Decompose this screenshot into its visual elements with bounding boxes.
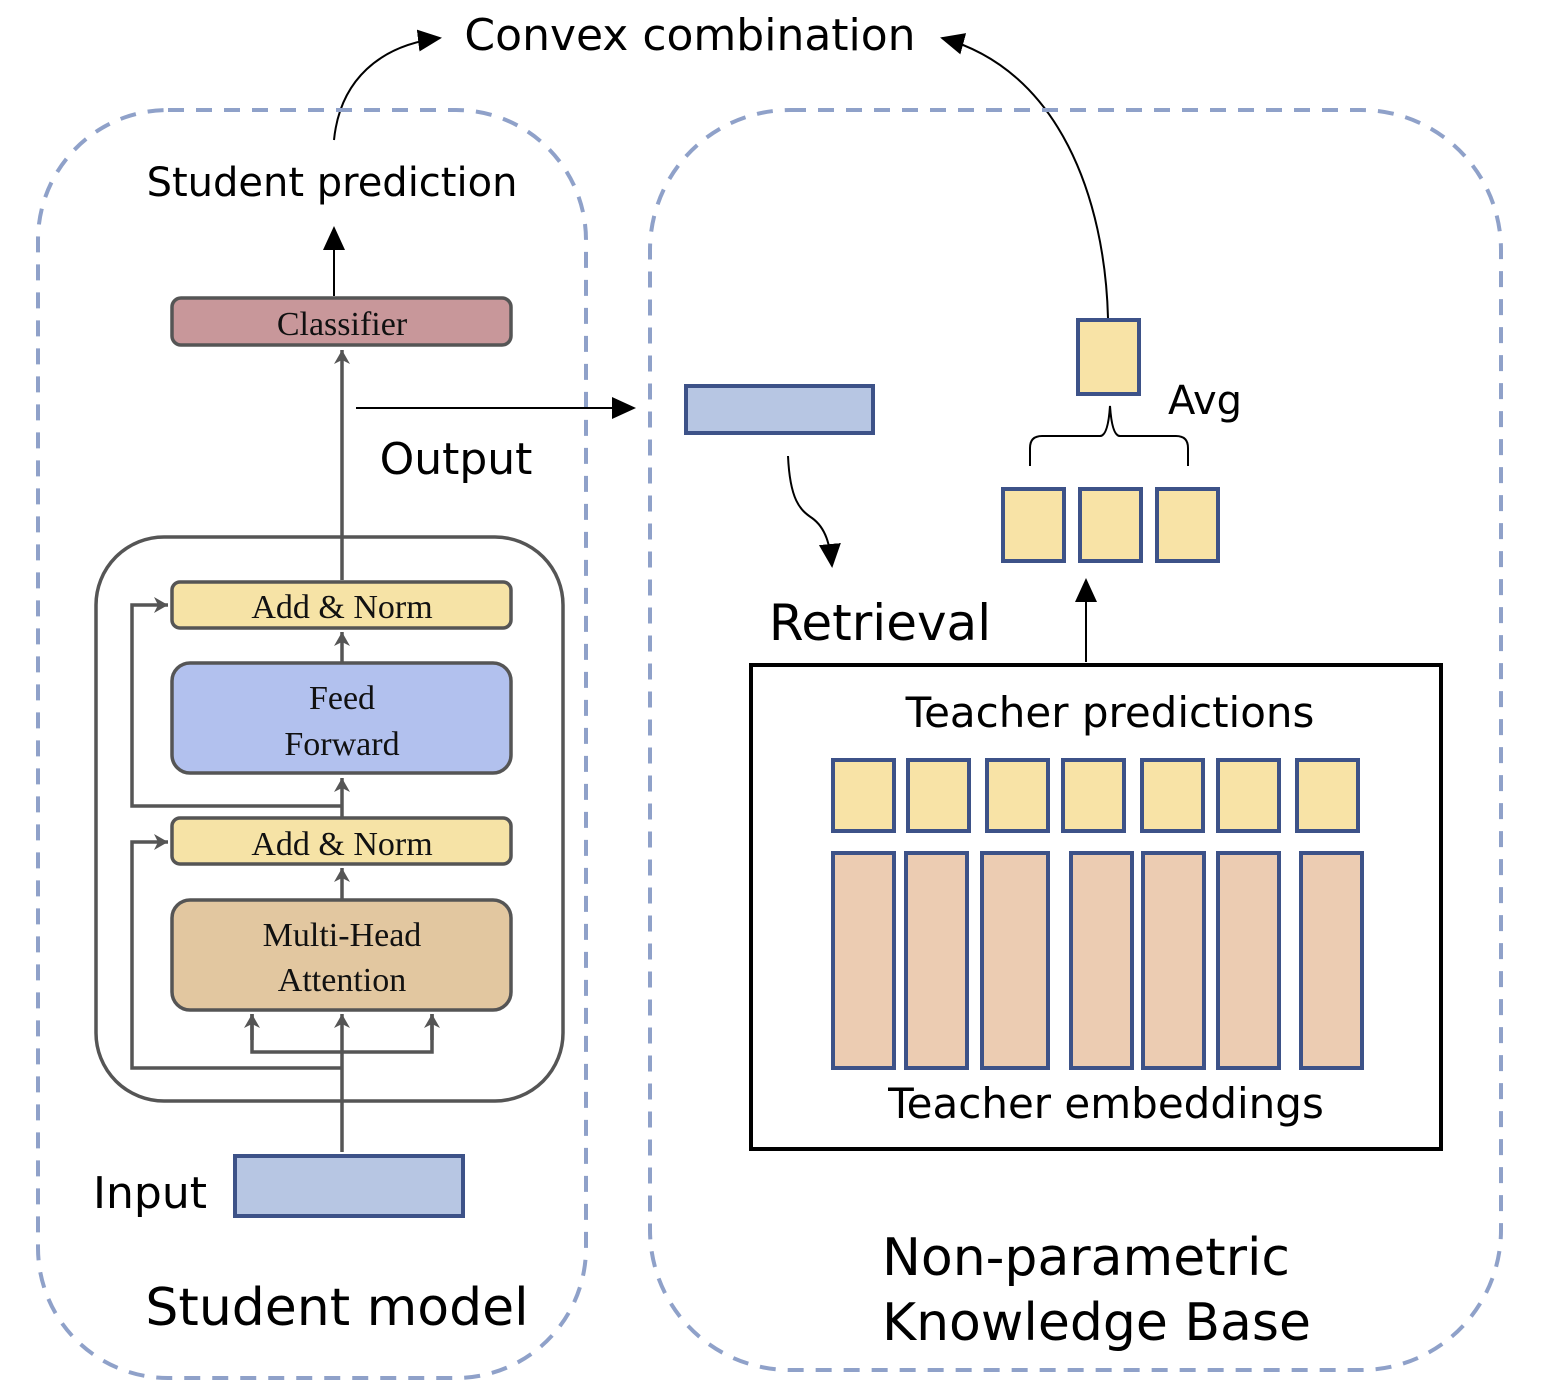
feed-forward-line1: Feed [309, 680, 375, 717]
student-to-combination-arrow [333, 29, 442, 141]
input-label: Input [93, 1168, 207, 1219]
classifier-label: Classifier [277, 306, 408, 343]
avg-to-combination-arrow [940, 33, 1109, 319]
teacher-embedding-5 [1141, 851, 1206, 1070]
teacher-embedding-6 [1216, 851, 1281, 1070]
kb-label-line1: Non-parametric [882, 1228, 1290, 1288]
kb-label-line2: Knowledge Base [882, 1293, 1311, 1353]
teacher-prediction-3 [985, 758, 1050, 833]
teacher-embeddings-label: Teacher embeddings [887, 1079, 1324, 1128]
retrieved-predictions [1001, 487, 1220, 563]
teacher-predictions-row [831, 758, 1360, 833]
kb-panel-border [648, 108, 1503, 1372]
teacher-embedding-1 [831, 851, 896, 1070]
query-retrieval-arrow [787, 455, 841, 568]
knowledge-base-panel: Retrieval Avg Teacher predictions Teache… [648, 108, 1503, 1372]
retrieved-prediction-3 [1155, 487, 1220, 563]
attention-line2: Attention [278, 962, 406, 999]
retrieved-prediction-1 [1001, 487, 1066, 563]
query-vector [684, 384, 875, 435]
teacher-prediction-5 [1140, 758, 1205, 833]
residual-attn-arrow [130, 834, 342, 1070]
teacher-prediction-4 [1061, 758, 1126, 833]
input-vector [233, 1154, 465, 1218]
classifier-block [170, 296, 513, 347]
retrieved-prediction-2 [1078, 487, 1143, 563]
retrieval-label: Retrieval [769, 594, 991, 652]
student-model-panel: Student prediction Classifier Output Add… [36, 108, 636, 1380]
teacher-embedding-2 [904, 851, 969, 1070]
add-norm-bottom-label: Add & Norm [251, 826, 432, 863]
convex-combination-label: Convex combination [464, 10, 915, 61]
add-norm-top-block [170, 580, 513, 630]
teacher-prediction-7 [1295, 758, 1360, 833]
feed-forward-line2: Forward [284, 726, 399, 763]
output-label: Output [380, 434, 533, 485]
teacher-prediction-1 [831, 758, 896, 833]
teacher-predictions-label: Teacher predictions [905, 688, 1315, 737]
teacher-prediction-6 [1216, 758, 1281, 833]
teacher-prediction-2 [906, 758, 971, 833]
teacher-embedding-3 [980, 851, 1050, 1070]
averaged-prediction [1076, 318, 1141, 396]
residual-ff-arrow [130, 597, 342, 808]
avg-brace [1029, 405, 1189, 466]
student-prediction-label: Student prediction [147, 160, 518, 206]
teacher-embedding-4 [1069, 851, 1134, 1070]
student-panel-border [36, 108, 588, 1380]
avg-label: Avg [1168, 378, 1242, 424]
teacher-embeddings-row [831, 851, 1364, 1070]
teacher-embedding-7 [1299, 851, 1364, 1070]
encoder-layer-frame [94, 535, 565, 1103]
add-norm-top-label: Add & Norm [251, 589, 432, 626]
student-model-label: Student model [145, 1278, 528, 1338]
attention-line1: Multi-Head [263, 917, 422, 954]
